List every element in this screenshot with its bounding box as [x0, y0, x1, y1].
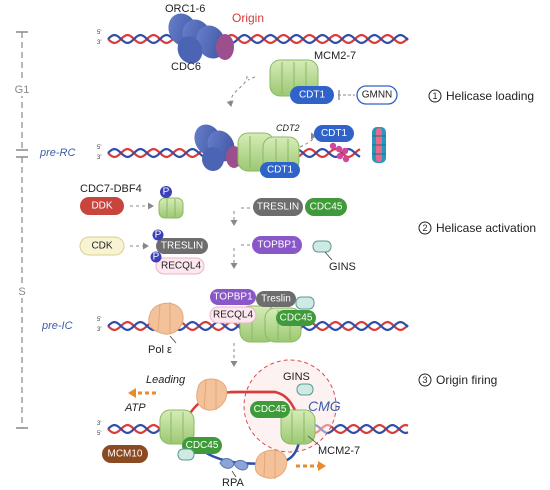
- strand-red: [107, 33, 409, 45]
- svg-text:MCM10: MCM10: [107, 449, 142, 460]
- strand-3-label: 3': [97, 40, 101, 46]
- cdk-pill: CDK: [79, 236, 125, 256]
- label-mcm2-7-bottom: MCM2-7: [318, 445, 360, 457]
- svg-text:TRESLIN: TRESLIN: [161, 241, 203, 252]
- svg-text:GMNN: GMNN: [362, 90, 393, 101]
- gmnn-pill: GMNN: [356, 85, 398, 105]
- svg-text:CDC45: CDC45: [254, 404, 287, 415]
- svg-text:CDC45: CDC45: [280, 313, 313, 324]
- label-cdt2: CDT2: [276, 123, 300, 133]
- label-mcm2-7-top: MCM2-7: [314, 50, 356, 62]
- pol-epsilon-pre-ic: [148, 302, 184, 335]
- stage-pre-ic: pre-IC: [41, 320, 73, 332]
- strand-5-label: 5': [97, 431, 101, 437]
- svg-text:CDT1: CDT1: [321, 128, 348, 139]
- svg-text:P: P: [163, 187, 170, 198]
- svg-text:2: 2: [422, 223, 427, 233]
- label-gins-mid: GINS: [329, 261, 356, 273]
- strand-3-label: 3': [97, 155, 101, 161]
- gins-icon-cmg: [296, 383, 314, 396]
- label-cdc6: CDC6: [171, 61, 201, 73]
- strand-5-label: 5': [97, 30, 101, 36]
- strand-blue: [107, 33, 409, 45]
- mcm10-pill: MCM10: [102, 445, 148, 463]
- label-atp: ATP: [124, 402, 146, 414]
- label-leading: Leading: [146, 374, 186, 386]
- ddk-pill: DDK: [80, 197, 124, 215]
- mcm-left-fork: [159, 409, 195, 445]
- mcm-phospho: P: [158, 186, 184, 219]
- svg-text:RECQL4: RECQL4: [161, 261, 201, 272]
- svg-text:3: 3: [422, 375, 427, 385]
- step-2: 2 Helicase activation: [418, 221, 536, 235]
- step-1: 1 Helicase loading: [428, 89, 534, 103]
- svg-text:DDK: DDK: [91, 201, 112, 212]
- label-pol-e: Pol ε: [148, 344, 172, 356]
- ubiquitin-chain: [329, 142, 350, 163]
- label-origin: Origin: [232, 11, 264, 25]
- pol-lagging-fork: [254, 449, 288, 479]
- strand-3-label: 3': [97, 421, 101, 427]
- phase-s: S: [18, 286, 25, 298]
- orc-complex-pre-rc: [194, 124, 242, 171]
- svg-text:P: P: [153, 252, 160, 263]
- cdc45-pill-top: CDC45: [305, 198, 347, 216]
- label-cmg: CMG: [308, 398, 341, 414]
- orc-complex-top: [168, 13, 234, 64]
- recql4-pill-ic: RECQL4: [209, 306, 257, 324]
- svg-text:CDC45: CDC45: [186, 440, 219, 451]
- dna-helix-origin: [107, 33, 409, 45]
- cdt1-pill-degraded: CDT1: [314, 125, 354, 142]
- gins-icon-mid: [312, 240, 333, 261]
- gins-icon-ic: [295, 296, 315, 310]
- svg-text:P: P: [155, 230, 162, 241]
- arrow-to-pre-rc: [226, 75, 248, 107]
- strand-5-label: 5': [97, 145, 101, 151]
- svg-text:TOPBP1: TOPBP1: [257, 240, 297, 251]
- leading-direction-arrow: [128, 388, 156, 398]
- svg-text:CDK: CDK: [91, 241, 112, 252]
- strand-5-label: 5': [97, 317, 101, 323]
- phase-g1: G1: [15, 84, 30, 96]
- svg-text:CDT1: CDT1: [299, 90, 326, 101]
- stage-pre-rc: pre-RC: [39, 147, 76, 159]
- proteasome-icon: [372, 127, 386, 163]
- strand-3-label: 3': [97, 327, 101, 333]
- pol-epsilon-fork: [196, 378, 228, 411]
- label-cdc7-dbf4: CDC7-DBF4: [80, 183, 142, 195]
- recql4-pill-phospho: RECQL4 P: [150, 251, 205, 275]
- svg-text:TOPBP1: TOPBP1: [213, 292, 253, 303]
- geminin-inhibition: [338, 90, 355, 100]
- cdc45-pill-ic: CDC45: [276, 310, 316, 326]
- treslin-pill-top: TRESLIN: [253, 198, 303, 216]
- treslin-pill-ic: Treslin: [256, 291, 296, 307]
- topbp1-pill-mid: TOPBP1: [252, 236, 302, 254]
- cdt1-pill-pre-rc: CDT1: [260, 162, 300, 178]
- lagging-direction-arrow: [296, 461, 326, 471]
- svg-text:Origin firing: Origin firing: [436, 373, 497, 387]
- svg-text:Helicase activation: Helicase activation: [436, 221, 536, 235]
- svg-text:Treslin: Treslin: [261, 294, 291, 305]
- label-rpa: RPA: [222, 477, 244, 489]
- svg-text:TRESLIN: TRESLIN: [257, 202, 299, 213]
- svg-text:CDC45: CDC45: [310, 202, 343, 213]
- svg-text:1: 1: [432, 91, 437, 101]
- svg-text:Helicase loading: Helicase loading: [446, 89, 534, 103]
- step-3: 3 Origin firing: [418, 373, 497, 387]
- svg-text:RECQL4: RECQL4: [213, 310, 253, 321]
- cdc6-subunit: [216, 34, 234, 60]
- mcm-cmg-fork: [280, 409, 316, 445]
- cell-cycle-bar: G1 S: [14, 31, 30, 429]
- svg-text:CDT1: CDT1: [267, 165, 294, 176]
- treslin-pill-phospho: TRESLIN P: [152, 229, 208, 254]
- label-gins-bottom: GINS: [283, 371, 310, 383]
- rpa-proteins: [219, 458, 249, 471]
- label-orc: ORC1-6: [165, 3, 205, 15]
- cdc45-pill-cmg: CDC45: [250, 401, 290, 418]
- cdt1-pill-top: CDT1: [290, 86, 334, 104]
- topbp1-pill-ic: TOPBP1: [210, 289, 256, 305]
- gins-icon-lagging: [177, 448, 195, 461]
